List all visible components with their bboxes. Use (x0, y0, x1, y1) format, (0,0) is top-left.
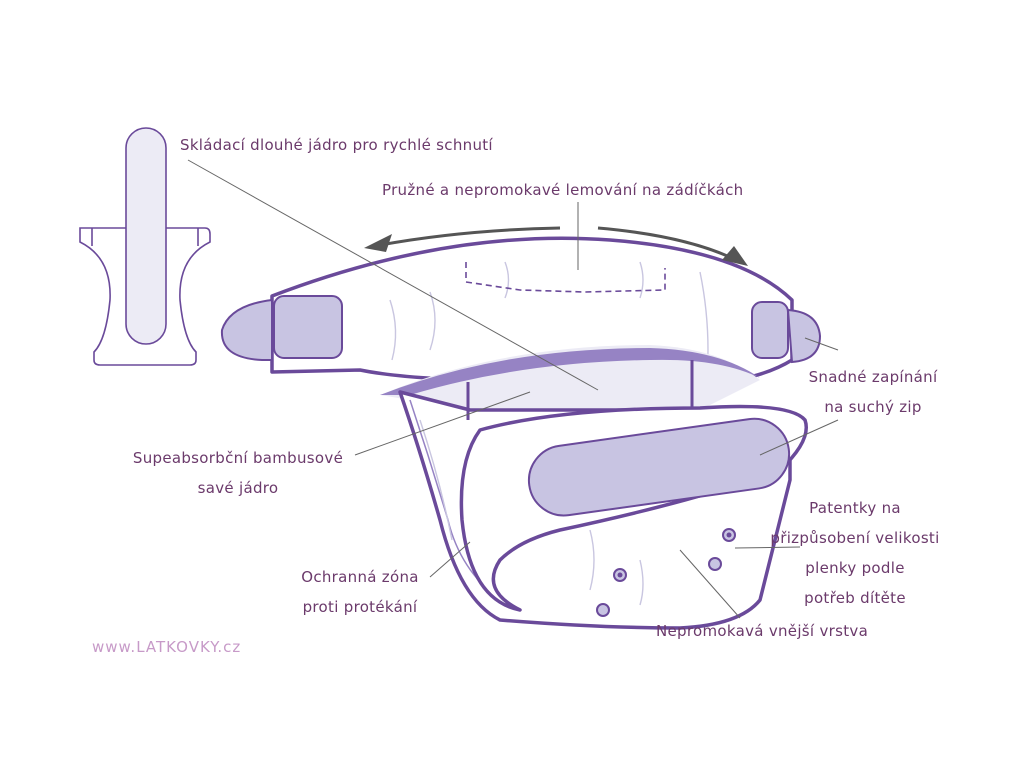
left-wing (220, 295, 343, 361)
right-wing (751, 301, 822, 364)
label-bamboo-core: Supeabsorbční bambusové savé jádro (132, 449, 344, 497)
label-outer-layer: Nepromokavá vnější vrstva (656, 622, 869, 640)
label-velcro: Snadné zapínání na suchý zip (808, 368, 938, 416)
label-leak-zone: Ochranná zóna proti protékání (301, 568, 419, 616)
watermark-url[interactable]: www.LATKOVKY.cz (92, 638, 242, 656)
unfolded-diaper-icon (79, 127, 211, 366)
absorbent-core (380, 345, 760, 410)
label-folding-core: Skládací dlouhé jádro pro rychlé schnutí (180, 136, 493, 154)
arrow-left-head (364, 234, 392, 252)
label-elastic-back: Pružné a nepromokavé lemování na zádíčká… (382, 181, 744, 199)
arrow-right-head (722, 246, 748, 266)
leader-lines (187, 159, 839, 619)
snap-buttons (596, 528, 736, 617)
front-flap (459, 404, 808, 612)
label-snaps: Patentky na přizpůsobení velikosti plenk… (770, 499, 940, 607)
